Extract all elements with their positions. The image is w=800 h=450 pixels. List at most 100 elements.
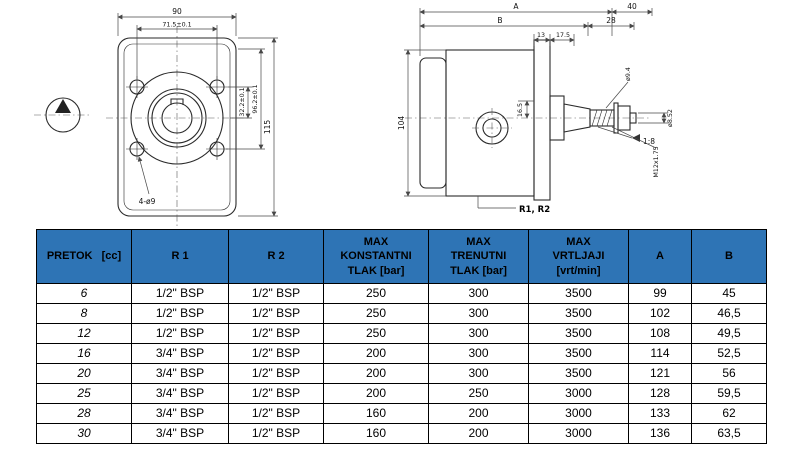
table-cell: 59,5 [691, 382, 767, 404]
table-cell: 1/2" BSP [131, 322, 229, 344]
table-cell: 1/2" BSP [228, 342, 324, 364]
table-cell: 1/2" BSP [228, 282, 324, 304]
table-cell: 3000 [528, 402, 629, 424]
dim-label-taper: 1:8 [643, 137, 655, 146]
table-cell: 1/2" BSP [228, 322, 324, 344]
table-cell: 200 [323, 362, 429, 384]
shaft-taper [563, 103, 591, 133]
col-header-max-trenutni: MAX TRENUTNI TLAK [bar] [428, 229, 529, 284]
dim-label-height-small: 32.2±0.1 [239, 87, 246, 116]
shaft-end [629, 112, 637, 124]
table-cell: 3500 [528, 302, 629, 324]
table-cell: 3/4" BSP [131, 342, 229, 364]
table-cell: 3500 [528, 282, 629, 304]
pump-body [445, 49, 535, 197]
table-cell: 49,5 [691, 322, 767, 344]
dim-label-16-5: 16.5 [517, 103, 524, 117]
table-cell: 128 [628, 382, 692, 404]
table-cell: 3500 [528, 322, 629, 344]
pump-symbol-icon [34, 97, 92, 133]
table-cell: 46,5 [691, 302, 767, 324]
table-cell: 102 [628, 302, 692, 324]
table-cell: 62 [691, 402, 767, 424]
col-header-pretok: PRETOK [cc] [36, 229, 132, 284]
table-cell: 28 [36, 402, 132, 424]
front-view-drawing: 90 71.5±0.1 32.2±0.1 96.2±0.1 115 4-ø9 [34, 7, 278, 226]
technical-drawings: 90 71.5±0.1 32.2±0.1 96.2±0.1 115 4-ø9 [34, 2, 674, 226]
table-cell: 121 [628, 362, 692, 384]
table-cell: 1/2" BSP [131, 282, 229, 304]
table-cell: 45 [691, 282, 767, 304]
col-header-r2: R 2 [228, 229, 324, 284]
flange-chamfer [123, 43, 231, 211]
col-header-b: B [691, 229, 767, 284]
table-cell: 3500 [528, 342, 629, 364]
table-cell: 16 [36, 342, 132, 364]
dim-label-40: 40 [627, 2, 637, 11]
table-cell: 250 [323, 282, 429, 304]
table-cell: 136 [628, 422, 692, 444]
bolt-holes [126, 76, 228, 160]
dim-label-height-total: 115 [263, 120, 272, 135]
header-row: PRETOK [cc] R 1 R 2 MAX KONSTANTNI TLAK … [36, 229, 767, 284]
table-cell: 30 [36, 422, 132, 444]
table-cell: 25 [36, 382, 132, 404]
table-cell: 1/2" BSP [131, 302, 229, 324]
table-cell: 1/2" BSP [228, 302, 324, 324]
table-cell: 52,5 [691, 342, 767, 364]
table-cell: 300 [428, 322, 529, 344]
spec-table-grid: PRETOK [cc] R 1 R 2 MAX KONSTANTNI TLAK … [36, 229, 767, 444]
table-cell: 250 [428, 382, 529, 404]
table-cell: 300 [428, 302, 529, 324]
table-cell: 108 [628, 322, 692, 344]
table-cell: 250 [323, 322, 429, 344]
dim-label-shaft-dia: ø8.52 [667, 109, 674, 127]
table-cell: 300 [428, 342, 529, 364]
dim-label-thread: M12x1.75 [653, 146, 660, 177]
dim-label-holes: 4-ø9 [139, 197, 156, 206]
table-cell: 1/2" BSP [228, 402, 324, 424]
table-cell: 3500 [528, 362, 629, 384]
dim-label-a: A [513, 2, 519, 11]
dim-label-28: 28 [606, 16, 616, 25]
table-cell: 8 [36, 302, 132, 324]
table-cell: 99 [628, 282, 692, 304]
dim-label-b: B [497, 16, 502, 25]
dim-label-104: 104 [397, 116, 406, 131]
table-cell: 3000 [528, 382, 629, 404]
table-cell: 200 [428, 422, 529, 444]
table-cell: 160 [323, 422, 429, 444]
table-cell: 3/4" BSP [131, 362, 229, 384]
rear-cover [419, 57, 447, 189]
table-cell: 200 [428, 402, 529, 424]
keyway [170, 98, 184, 105]
dim-label-13: 13 [537, 32, 545, 39]
taper-flag-icon [632, 134, 640, 142]
table-cell: 1/2" BSP [228, 422, 324, 444]
table-cell: 250 [323, 302, 429, 324]
table-cell: 300 [428, 362, 529, 384]
col-header-max-konstantni: MAX KONSTANTNI TLAK [bar] [323, 229, 429, 284]
dim-label-17-5: 17.5 [556, 32, 570, 39]
table-cell: 63,5 [691, 422, 767, 444]
spec-table: PRETOK [cc] R 1 R 2 MAX KONSTANTNI TLAK … [36, 229, 767, 444]
dim-label-height-holes: 96.2±0.1 [252, 84, 259, 113]
side-view-drawing: A 40 B 28 13 17.5 104 16.5 [397, 2, 674, 215]
table-cell: 3/4" BSP [131, 402, 229, 424]
table-cell: 300 [428, 282, 529, 304]
table-cell: 12 [36, 322, 132, 344]
col-header-max-vrtljaji: MAX VRTLJAJI [vrt/min] [528, 229, 629, 284]
col-header-a: A [628, 229, 692, 284]
table-cell: 160 [323, 402, 429, 424]
table-cell: 1/2" BSP [228, 362, 324, 384]
table-cell: 3000 [528, 422, 629, 444]
